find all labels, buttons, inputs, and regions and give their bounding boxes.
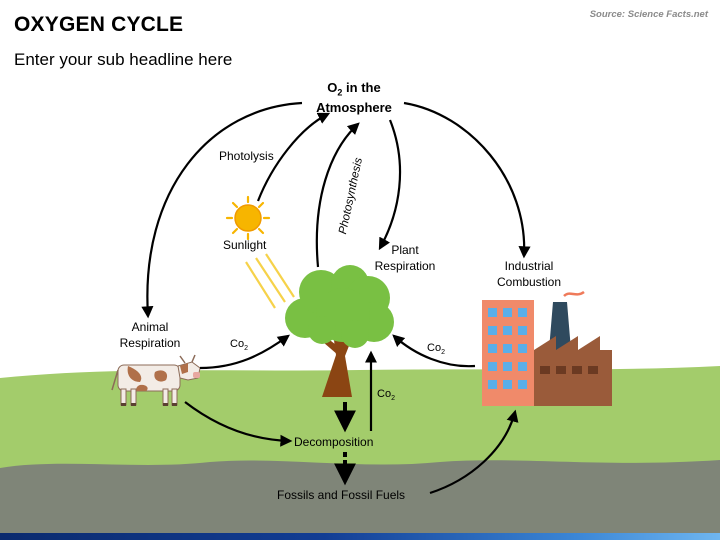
factory-icon — [482, 290, 612, 406]
arrow-industry-to-tree — [392, 334, 476, 368]
source-note: Source: Science Facts.net — [589, 9, 708, 20]
industrial-line2: Combustion — [496, 275, 562, 290]
label-plant-respiration: Plant Respiration — [367, 242, 443, 274]
tree-icon — [285, 265, 394, 397]
arrow-photosynthesis — [315, 122, 360, 268]
atmosphere-sub: 2 — [337, 87, 343, 98]
animal-line2: Respiration — [119, 336, 181, 351]
co2-label-animal: Co2 — [230, 338, 248, 353]
plant-respiration-line1: Plant — [391, 243, 419, 257]
page-title: OXYGEN CYCLE — [14, 13, 184, 36]
arrow-plant-respiration — [378, 119, 402, 251]
cow-icon — [111, 354, 201, 406]
page-subtitle: Enter your sub headline here — [14, 50, 233, 69]
co2-label-soil: Co2 — [377, 388, 395, 403]
arrow-fossils-to-industry — [429, 409, 519, 495]
cycle-arrows — [141, 101, 531, 495]
bottom-accent-bar — [0, 533, 720, 540]
arrow-atmosphere-to-animal — [141, 101, 303, 319]
arrow-sunlight-photolysis — [256, 112, 331, 202]
label-industrial-combustion: Industrial Combustion — [486, 258, 572, 290]
label-fossils: Fossils and Fossil Fuels — [277, 488, 406, 502]
arrow-atmosphere-to-industry — [403, 101, 531, 259]
label-sunlight: Sunlight — [223, 238, 267, 252]
industrial-line1: Industrial — [504, 259, 554, 273]
plant-respiration-line2: Respiration — [374, 259, 436, 274]
atmosphere-o: O — [327, 80, 338, 95]
label-decomposition: Decomposition — [294, 435, 374, 449]
atmosphere-suffix: in the — [342, 80, 381, 95]
soil-layer — [0, 460, 720, 540]
label-animal-respiration: Animal Respiration — [112, 319, 188, 351]
arrow-animal-to-decomposition — [184, 401, 293, 447]
label-photolysis: Photolysis — [219, 149, 274, 163]
sun-icon — [225, 195, 271, 241]
node-atmosphere: O2 in the Atmosphere — [292, 79, 416, 116]
arrow-animal-to-tree — [199, 334, 290, 370]
sunlight-rays — [245, 253, 295, 309]
co2-label-industry: Co2 — [427, 342, 445, 357]
animal-line1: Animal — [131, 320, 169, 334]
atmosphere-line2: Atmosphere — [316, 99, 392, 115]
